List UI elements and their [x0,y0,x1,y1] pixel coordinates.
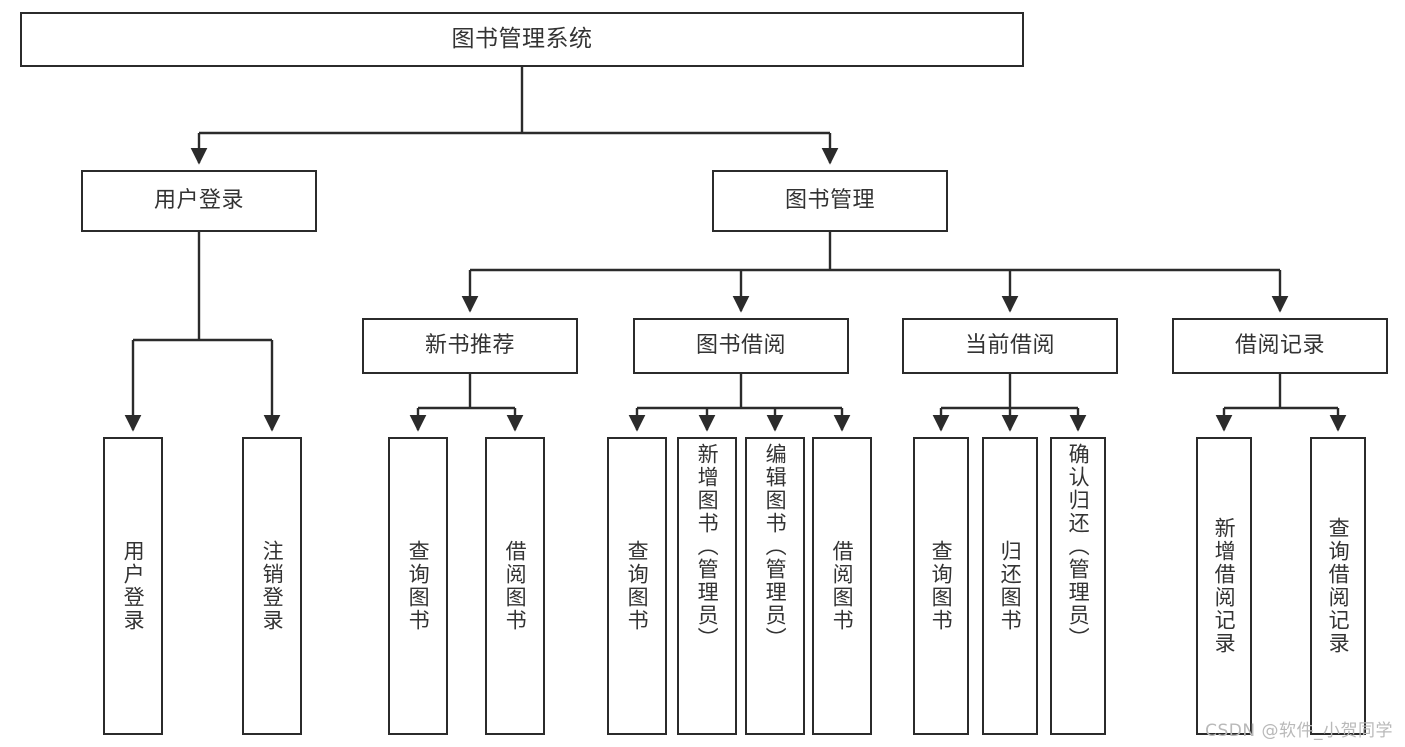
node-leaf-query-book-3-label: 查询图书 [929,540,954,632]
node-leaf-confirm-return-admin[interactable]: 确认归还（管理员） [1050,437,1106,735]
node-leaf-return-book-label: 归还图书 [998,540,1023,632]
node-leaf-query-borrow-record-label: 查询借阅记录 [1326,517,1351,655]
node-book-manage[interactable]: 图书管理 [712,170,948,232]
node-leaf-return-book[interactable]: 归还图书 [982,437,1038,735]
node-new-book-recommend-label: 新书推荐 [424,332,515,358]
node-leaf-borrow-book-1[interactable]: 借阅图书 [485,437,545,735]
node-leaf-query-book-2[interactable]: 查询图书 [607,437,667,735]
node-book-borrow-label: 图书借阅 [695,332,786,358]
node-leaf-add-book-admin[interactable]: 新增图书（管理员） [677,437,737,735]
node-root[interactable]: 图书管理系统 [20,12,1024,67]
node-borrow-record-label: 借阅记录 [1234,332,1325,358]
node-leaf-query-book-1-label: 查询图书 [406,540,431,632]
node-leaf-add-book-admin-label: 新增图书（管理员） [695,443,720,650]
node-leaf-add-borrow-record-label: 新增借阅记录 [1212,517,1237,655]
node-leaf-borrow-book-2[interactable]: 借阅图书 [812,437,872,735]
node-current-borrow-label: 当前借阅 [964,332,1055,358]
node-leaf-logout-label: 注销登录 [260,540,285,632]
node-leaf-user-login[interactable]: 用户登录 [103,437,163,735]
node-leaf-query-book-3[interactable]: 查询图书 [913,437,969,735]
node-leaf-query-book-1[interactable]: 查询图书 [388,437,448,735]
node-leaf-borrow-book-2-label: 借阅图书 [830,540,855,632]
node-user-login-label: 用户登录 [153,187,244,213]
node-leaf-confirm-return-admin-label: 确认归还（管理员） [1066,443,1091,650]
node-leaf-borrow-book-1-label: 借阅图书 [503,540,528,632]
csdn-watermark: CSDN @软件_小贺同学 [1205,721,1393,741]
node-leaf-edit-book-admin-label: 编辑图书（管理员） [763,443,788,650]
node-borrow-record[interactable]: 借阅记录 [1172,318,1388,374]
node-root-label: 图书管理系统 [451,26,593,53]
node-book-manage-label: 图书管理 [784,187,875,213]
node-leaf-user-login-label: 用户登录 [121,540,146,632]
node-new-book-recommend[interactable]: 新书推荐 [362,318,578,374]
node-book-borrow[interactable]: 图书借阅 [633,318,849,374]
node-leaf-edit-book-admin[interactable]: 编辑图书（管理员） [745,437,805,735]
node-leaf-query-borrow-record[interactable]: 查询借阅记录 [1310,437,1366,735]
node-leaf-add-borrow-record[interactable]: 新增借阅记录 [1196,437,1252,735]
node-current-borrow[interactable]: 当前借阅 [902,318,1118,374]
node-leaf-query-book-2-label: 查询图书 [625,540,650,632]
node-user-login[interactable]: 用户登录 [81,170,317,232]
node-leaf-logout[interactable]: 注销登录 [242,437,302,735]
